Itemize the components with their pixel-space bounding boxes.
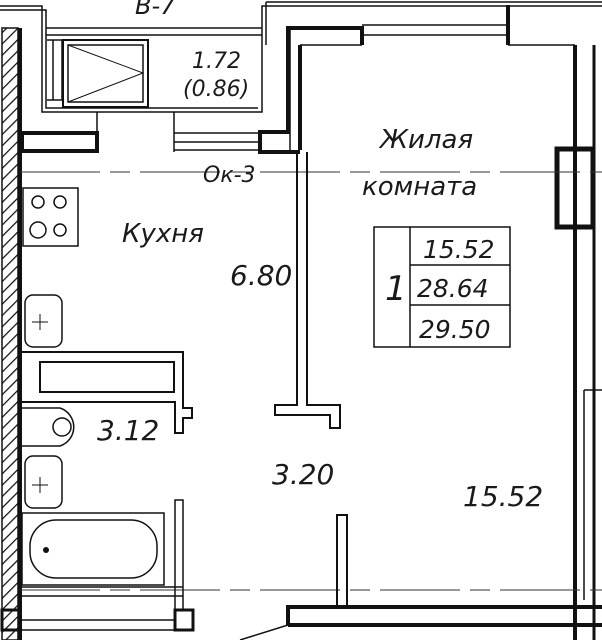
right-wall [554, 45, 602, 640]
toilet [22, 407, 75, 447]
kitchen-fixtures [22, 187, 79, 348]
kitchen-sink [24, 294, 63, 348]
living-room-area: 15.52 [463, 480, 543, 513]
kitchen-area: 6.80 [230, 259, 292, 292]
living-room-name-line1: Жилая [378, 125, 473, 155]
bottom-wall [0, 605, 602, 640]
apartment-area-table [373, 226, 511, 348]
kitchen-top-wall [20, 5, 575, 154]
balcony-area: 1.72 [192, 49, 241, 74]
table-total-area: 28.64 [417, 274, 489, 303]
column [554, 146, 596, 230]
balcony-area-reduced: (0.86) [183, 77, 249, 102]
partition-hallway [336, 514, 348, 608]
kitchen-name: Кухня [122, 219, 204, 249]
bathroom-area: 3.12 [97, 414, 159, 447]
bathroom-sink [24, 455, 63, 509]
living-room-name-line2: комната [362, 172, 477, 202]
hallway-area: 3.20 [272, 458, 334, 491]
window-label: Ок-3 [203, 163, 256, 188]
partition-kitchen-living [274, 152, 341, 429]
bathroom [21, 351, 193, 611]
ventilation-label: В-7 [135, 0, 176, 20]
bathtub [21, 512, 165, 586]
air-conditioner-unit [62, 39, 149, 108]
axis-lines [20, 171, 602, 591]
apartment-number: 1 [385, 269, 407, 309]
exterior-wall-left [1, 27, 22, 640]
balcony [0, 1, 602, 113]
table-total-area-with-balcony: 29.50 [419, 315, 491, 344]
stove [22, 187, 79, 247]
table-living-area: 15.52 [423, 235, 495, 264]
